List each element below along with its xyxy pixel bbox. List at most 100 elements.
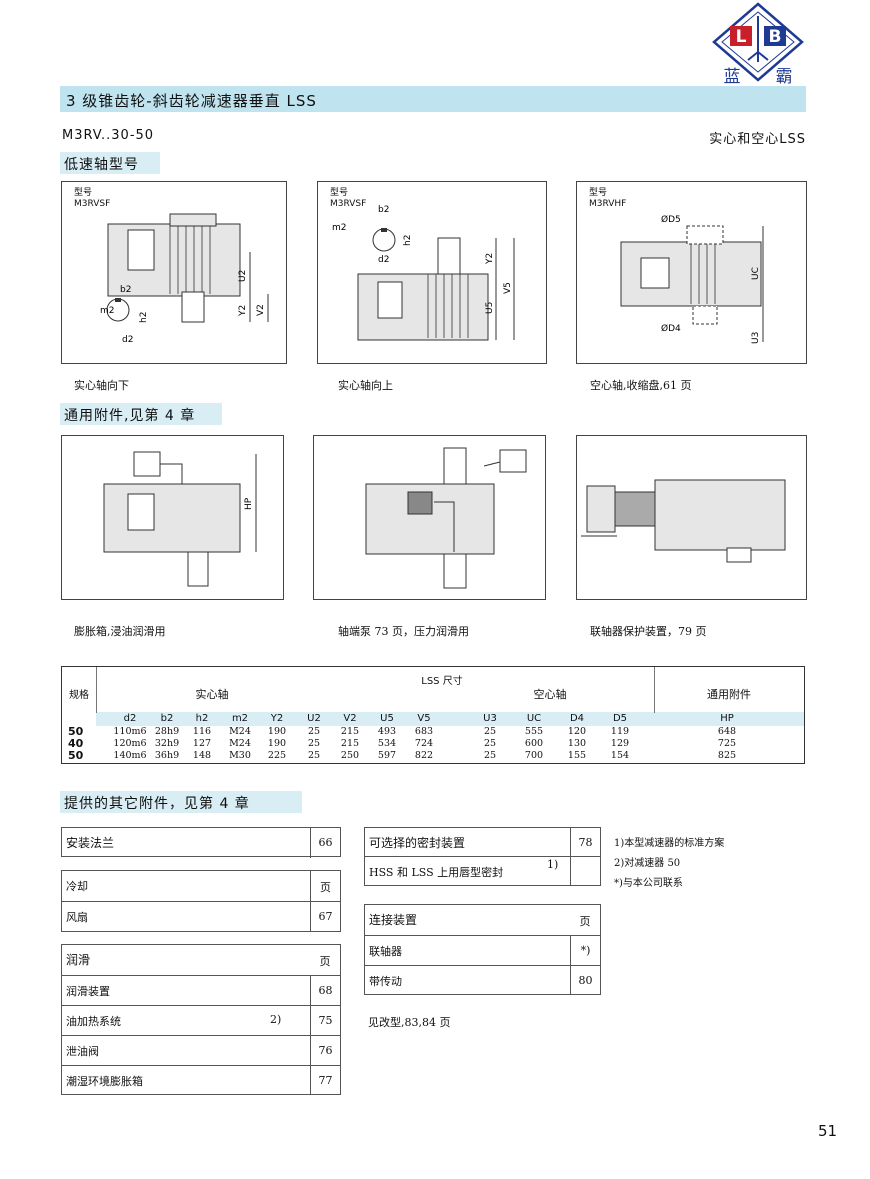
dim-d2: d2: [378, 255, 389, 265]
dim-d5: ØD5: [661, 214, 681, 225]
panel-model: M3RVHF: [589, 199, 627, 209]
caption-solid-up: 实心轴向上: [338, 379, 393, 392]
logo-name-left: 蓝: [724, 67, 741, 87]
table-cell: 140m6: [113, 750, 147, 761]
list-item[interactable]: 泄油阀 76: [62, 1036, 340, 1066]
table-cell: 25: [483, 726, 497, 737]
dim-v5: V5: [503, 282, 513, 294]
item-note: 2): [270, 1013, 282, 1026]
table-cell: 825: [717, 750, 737, 761]
cooling-label: 冷却: [66, 880, 88, 893]
dim-h2: h2: [139, 312, 149, 323]
box-connection: 连接装置 页 联轴器 *) 带传动 80: [364, 904, 601, 995]
box-mounting-flange: 安装法兰 66: [61, 827, 341, 858]
dim-u2: U2: [238, 270, 248, 282]
table-cell: 127: [192, 738, 212, 749]
table-cell: 36h9: [154, 750, 180, 761]
list-item[interactable]: 连接装置 页: [365, 905, 600, 936]
table-cell: 129: [610, 738, 630, 749]
gearbox-drawing-solid-up: Y2 U5 V5 b2 m2 h2 d2: [332, 205, 515, 341]
row-size: 50: [68, 725, 84, 738]
box-lubrication: 润滑 页 润滑装置 68 油加热系统 2) 75 泄油阀 76 潮湿环境膨胀箱 …: [61, 944, 341, 1095]
coupling-guard-drawing: [581, 479, 786, 563]
table-cell: 648: [717, 726, 737, 737]
table-cell: 120m6: [113, 738, 147, 749]
column-header: UC: [526, 713, 542, 724]
caption-solid-down: 实心轴向下: [74, 379, 129, 392]
list-item[interactable]: 联轴器 *): [365, 936, 600, 966]
item-label: 联轴器: [369, 945, 402, 958]
list-item[interactable]: 冷却 页: [62, 871, 340, 902]
column-header: V2: [343, 713, 357, 724]
caption-coupling-guard: 联轴器保护装置，79 页: [590, 625, 707, 638]
flange-title: 安装法兰: [66, 836, 115, 850]
table-cell: 25: [307, 726, 321, 737]
column-header: m2: [231, 713, 249, 724]
table-cell: 725: [717, 738, 737, 749]
footnote-1: 1)本型减速器的标准方案: [614, 838, 725, 849]
table-cell: 215: [340, 726, 360, 737]
list-item[interactable]: 润滑 页: [62, 945, 340, 976]
seal-title: 可选择的密封装置: [369, 836, 466, 850]
dim-h2: h2: [403, 235, 413, 246]
accessory-panel-shaft-pump: [313, 435, 546, 600]
lubrication-title-page: 页: [319, 955, 331, 968]
item-page: 75: [310, 1006, 340, 1035]
list-item[interactable]: HSS 和 LSS 上用唇型密封 1): [365, 857, 600, 886]
flange-page: 66: [310, 828, 340, 858]
list-item[interactable]: 润滑装置 68: [62, 976, 340, 1006]
column-header: h2: [195, 713, 209, 724]
gearbox-drawing-hollow: UC U3 ØD5 ØD4: [620, 214, 764, 344]
shaft-pump-drawing: [365, 447, 527, 589]
column-header: U2: [307, 713, 321, 724]
table-cell: 155: [567, 750, 587, 761]
table-cell: 600: [524, 738, 544, 749]
fan-page: 67: [310, 902, 340, 932]
table-cell: 597: [377, 750, 397, 761]
item-page: 77: [310, 1066, 340, 1095]
item-label: 带传动: [369, 975, 402, 988]
table-cell: M30: [229, 750, 251, 761]
drawing-panel-hollow: 型号 M3RVHF UC U3 ØD5 ØD4: [576, 181, 807, 364]
table-cell: 822: [414, 750, 434, 761]
list-item[interactable]: 安装法兰 66: [62, 828, 340, 858]
table-cell: 493: [377, 726, 397, 737]
item-label: 润滑装置: [66, 985, 110, 998]
table-cell: 110m6: [113, 726, 147, 737]
list-item[interactable]: 风扇 67: [62, 902, 340, 932]
list-item[interactable]: 带传动 80: [365, 966, 600, 995]
column-header: HP: [720, 713, 734, 724]
list-item[interactable]: 油加热系统 2) 75: [62, 1006, 340, 1036]
table-cell: 683: [414, 726, 434, 737]
list-item[interactable]: 潮湿环境膨胀箱 77: [62, 1066, 340, 1095]
table-cell: 555: [524, 726, 544, 737]
table-cell: 130: [567, 738, 587, 749]
item-label: 泄油阀: [66, 1045, 99, 1058]
expansion-tank-drawing: HP: [103, 451, 257, 587]
section-accessories-heading: 通用附件,见第 4 章: [60, 403, 222, 425]
row-size: 40: [68, 737, 84, 750]
item-label: 潮湿环境膨胀箱: [66, 1075, 143, 1088]
table-title: LSS 尺寸: [421, 676, 463, 687]
dim-y2: Y2: [238, 305, 248, 317]
caption-shaft-pump: 轴端泵 73 页，压力润滑用: [338, 625, 469, 638]
table-cell: 534: [377, 738, 397, 749]
row-header-label: 规格: [69, 690, 89, 701]
dim-m2: m2: [332, 223, 347, 233]
table-cell: 225: [267, 750, 287, 761]
dim-d4: ØD4: [661, 323, 681, 334]
drawing-panel-solid-down: 型号 M3RVSF U2 Y2 V2 b2 m2 h2 d2: [61, 181, 287, 364]
column-header: U3: [483, 713, 497, 724]
gearbox-drawing-solid-down: U2 Y2 V2 b2 m2 h2 d2: [100, 213, 269, 345]
table-cell: M24: [229, 726, 251, 737]
dim-m2: m2: [100, 306, 115, 316]
list-item[interactable]: 可选择的密封装置 78: [365, 828, 600, 857]
table-cell: 120: [567, 726, 587, 737]
table-cell: 700: [524, 750, 544, 761]
footnote-3: *)与本公司联系: [614, 878, 683, 889]
model-code: M3RV..30-50: [62, 128, 155, 143]
column-header: d2: [123, 713, 137, 724]
connection-title: 连接装置: [369, 913, 418, 927]
item-page: 76: [310, 1036, 340, 1065]
dim-b2: b2: [120, 285, 131, 295]
